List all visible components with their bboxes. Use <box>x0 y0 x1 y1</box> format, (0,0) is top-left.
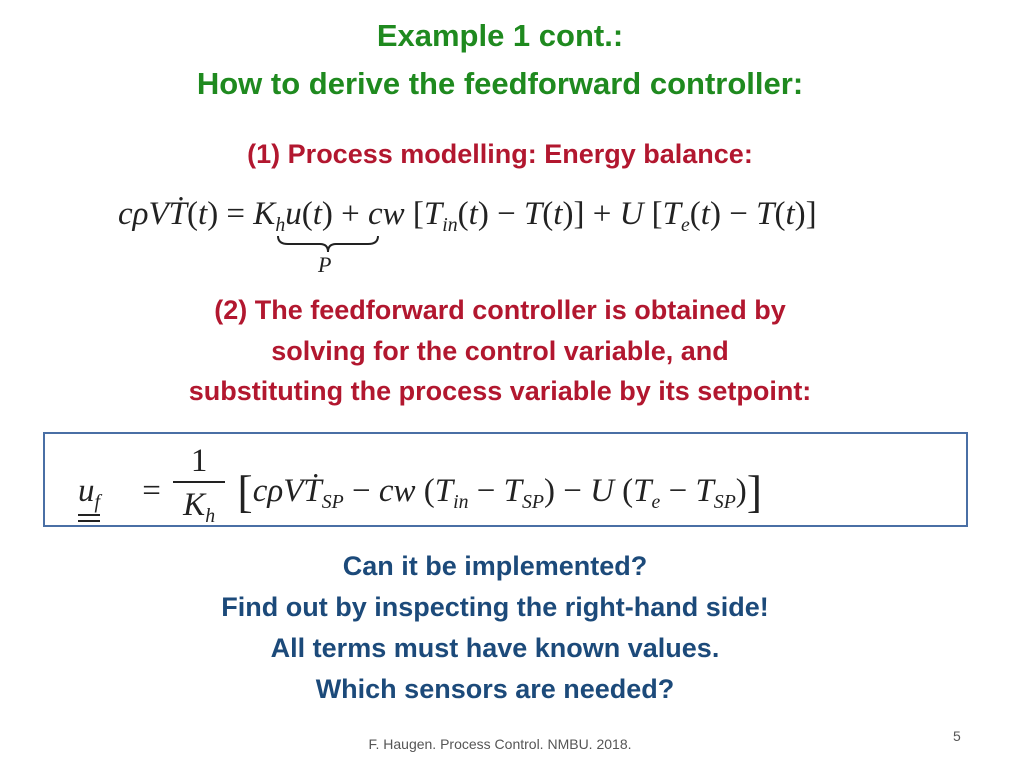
question-line2: Find out by inspecting the right-hand si… <box>221 592 769 622</box>
energy-balance-equation: cρVṪ(t) = Khu(t) + cw [Tin(t) − T(t)] + … <box>118 196 817 236</box>
feedforward-equation-box <box>43 432 968 527</box>
slide-title-line1: Example 1 cont.: <box>376 18 624 53</box>
step2-line3: substituting the process variable by its… <box>188 376 812 406</box>
underbrace-label: P <box>318 252 332 277</box>
question-line3: All terms must have known values. <box>270 633 720 663</box>
step1-heading: (1) Process modelling: Energy balance: <box>247 139 753 169</box>
question-line1: Can it be implemented? <box>342 551 648 581</box>
step2-line2: solving for the control variable, and <box>271 336 729 366</box>
page-number: 5 <box>953 728 961 744</box>
slide-footer: F. Haugen. Process Control. NMBU. 2018. <box>368 736 632 752</box>
question-line4: Which sensors are needed? <box>315 674 675 704</box>
step2-line1: (2) The feedforward controller is obtain… <box>214 295 786 325</box>
underbrace <box>277 235 379 253</box>
feedforward-equation: uf = 1 Kh [cρVṪSP − cw (Tin − TSP) − U (… <box>78 443 763 528</box>
slide-title-line2: How to derive the feedforward controller… <box>196 66 804 101</box>
